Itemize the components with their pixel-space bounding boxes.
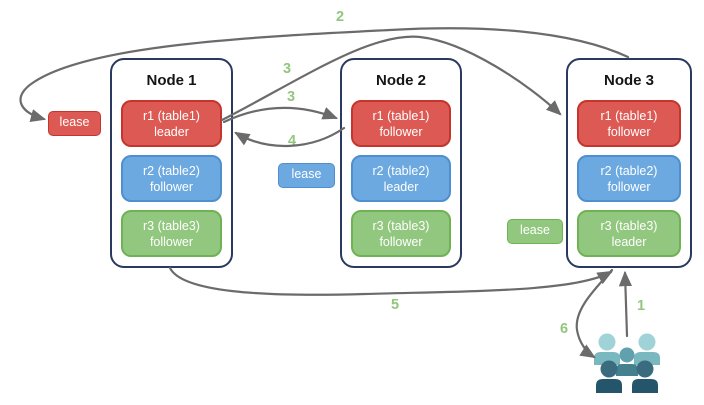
- replica-role: leader: [611, 234, 647, 249]
- person-head: [638, 333, 656, 351]
- node-2-replica-r2: r2 (table2) leader: [351, 155, 451, 202]
- step-label-3b: 3: [286, 89, 296, 105]
- node-3-replica-r1: r1 (table1) follower: [577, 100, 681, 147]
- users-group-icon: [594, 333, 660, 393]
- arrow-step-1: [618, 270, 633, 338]
- person-head: [600, 360, 618, 378]
- node-2-replica-r3: r3 (table3) follower: [351, 210, 451, 257]
- replica-role: leader: [154, 124, 189, 139]
- lease-badge-r3: lease: [507, 219, 563, 244]
- replica-name: r2 (table2): [143, 163, 200, 178]
- replica-name: r3 (table3): [600, 218, 658, 233]
- arrow-step-5: [168, 266, 613, 296]
- step-label-4: 4: [287, 133, 297, 149]
- node-3-title: Node 3: [603, 72, 654, 89]
- replica-role: follower: [607, 179, 651, 194]
- replica-role: follower: [149, 234, 194, 249]
- replica-name: r1 (table1): [143, 108, 200, 123]
- node-2-replica-r1: r1 (table1) follower: [351, 100, 451, 147]
- person-bottom-right: [632, 360, 658, 393]
- replica-name: r1 (table1): [600, 108, 658, 123]
- step-label-3a: 3: [282, 61, 292, 77]
- person-body: [632, 379, 658, 393]
- person-head: [636, 360, 654, 378]
- person-head: [598, 333, 616, 351]
- person-head: [619, 347, 635, 363]
- node-3-replica-r2: r2 (table2) follower: [577, 155, 681, 202]
- replica-name: r1 (table1): [372, 108, 430, 123]
- node-1-replica-r2: r2 (table2) follower: [121, 155, 222, 202]
- person-body: [634, 352, 660, 365]
- replica-role: follower: [607, 124, 651, 139]
- person-bottom-left: [596, 360, 622, 393]
- step-label-1: 1: [636, 298, 646, 314]
- replica-role: leader: [383, 179, 419, 194]
- lease-badge-r1: lease: [48, 111, 101, 136]
- replica-name: r3 (table3): [143, 218, 200, 233]
- step-label-6: 6: [559, 321, 569, 337]
- person-body: [596, 379, 622, 393]
- replica-name: r3 (table3): [372, 218, 430, 233]
- lease-badge-r2: lease: [278, 163, 335, 188]
- replica-name: r2 (table2): [372, 163, 430, 178]
- node-2-title: Node 2: [375, 72, 426, 89]
- node-1-title: Node 1: [146, 72, 197, 89]
- node-1-replica-r1: r1 (table1) leader: [121, 100, 222, 147]
- person-top-left: [594, 333, 620, 365]
- node-1-replica-r3: r3 (table3) follower: [121, 210, 222, 257]
- node-2: Node 2 r1 (table1) follower r2 (table2) …: [340, 58, 462, 268]
- replica-role: follower: [149, 179, 194, 194]
- step-label-2: 2: [335, 9, 345, 25]
- node-1: Node 1 r1 (table1) leader r2 (table2) fo…: [110, 58, 233, 268]
- node-3-replica-r3: r3 (table3) leader: [577, 210, 681, 257]
- step-label-5: 5: [390, 297, 400, 313]
- node-3: Node 3 r1 (table1) follower r2 (table2) …: [566, 58, 692, 268]
- person-body: [616, 364, 638, 376]
- person-middle: [616, 347, 638, 376]
- arrow-step-3-to-node2: [222, 106, 339, 124]
- replica-name: r2 (table2): [600, 163, 658, 178]
- replica-role: follower: [379, 124, 423, 139]
- person-top-right: [634, 333, 660, 365]
- replica-role: follower: [379, 234, 423, 249]
